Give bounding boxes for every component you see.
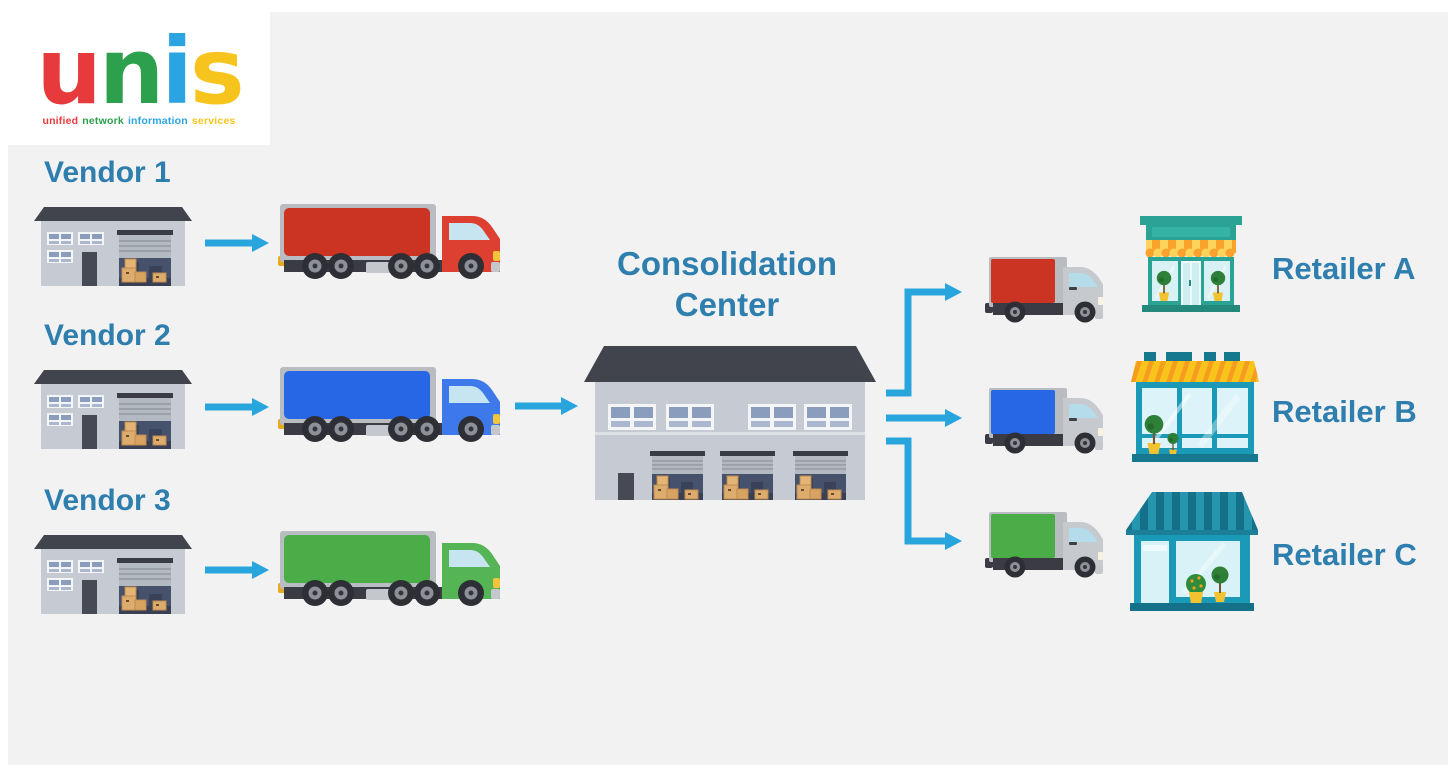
- logo-letter: i: [161, 17, 193, 125]
- consolidation-center-warehouse-icon: [584, 346, 876, 500]
- vendor-3-label: Vendor 3: [44, 484, 171, 517]
- retailer-a-box-truck-icon: [985, 257, 1103, 323]
- arrow-trucks-to-center: [515, 397, 578, 415]
- retailer-a-label: Retailer A: [1272, 251, 1416, 286]
- vendor-1-label: Vendor 1: [44, 156, 171, 189]
- arrow-center-to-retailer-a: [886, 283, 962, 397]
- vendor-2-warehouse-icon: [34, 370, 192, 449]
- arrow-vendor3-to-truck: [205, 561, 269, 579]
- arrow-center-to-retailer-c: [886, 437, 962, 550]
- logo-letter: u: [36, 17, 101, 125]
- retailer-a-store-icon: [1140, 216, 1242, 312]
- retailer-b-label: Retailer B: [1272, 394, 1417, 429]
- vendor-2-label: Vendor 2: [44, 319, 171, 352]
- logo-wordmark: unis: [36, 25, 244, 117]
- vendor-3-warehouse-icon: [34, 535, 192, 614]
- logo-letter: n: [98, 17, 164, 125]
- vendor-1-warehouse-icon: [34, 207, 192, 286]
- arrow-center-to-retailer-b: [886, 409, 962, 427]
- logo-letter: s: [189, 17, 245, 125]
- arrow-vendor2-to-truck: [205, 398, 269, 416]
- vendor-2-semi-truck-icon: [278, 367, 500, 442]
- consolidation-center-label: Consolidation Center: [617, 245, 837, 323]
- retailer-b-store-icon: [1131, 352, 1259, 462]
- retailer-c-box-truck-icon: [985, 512, 1103, 578]
- vendor-1-semi-truck-icon: [278, 204, 500, 279]
- vendor-3-semi-truck-icon: [278, 531, 500, 606]
- retailer-b-box-truck-icon: [985, 388, 1103, 454]
- retailer-c-label: Retailer C: [1272, 537, 1417, 572]
- arrow-vendor1-to-truck: [205, 234, 269, 252]
- retailer-c-store-icon: [1126, 492, 1258, 611]
